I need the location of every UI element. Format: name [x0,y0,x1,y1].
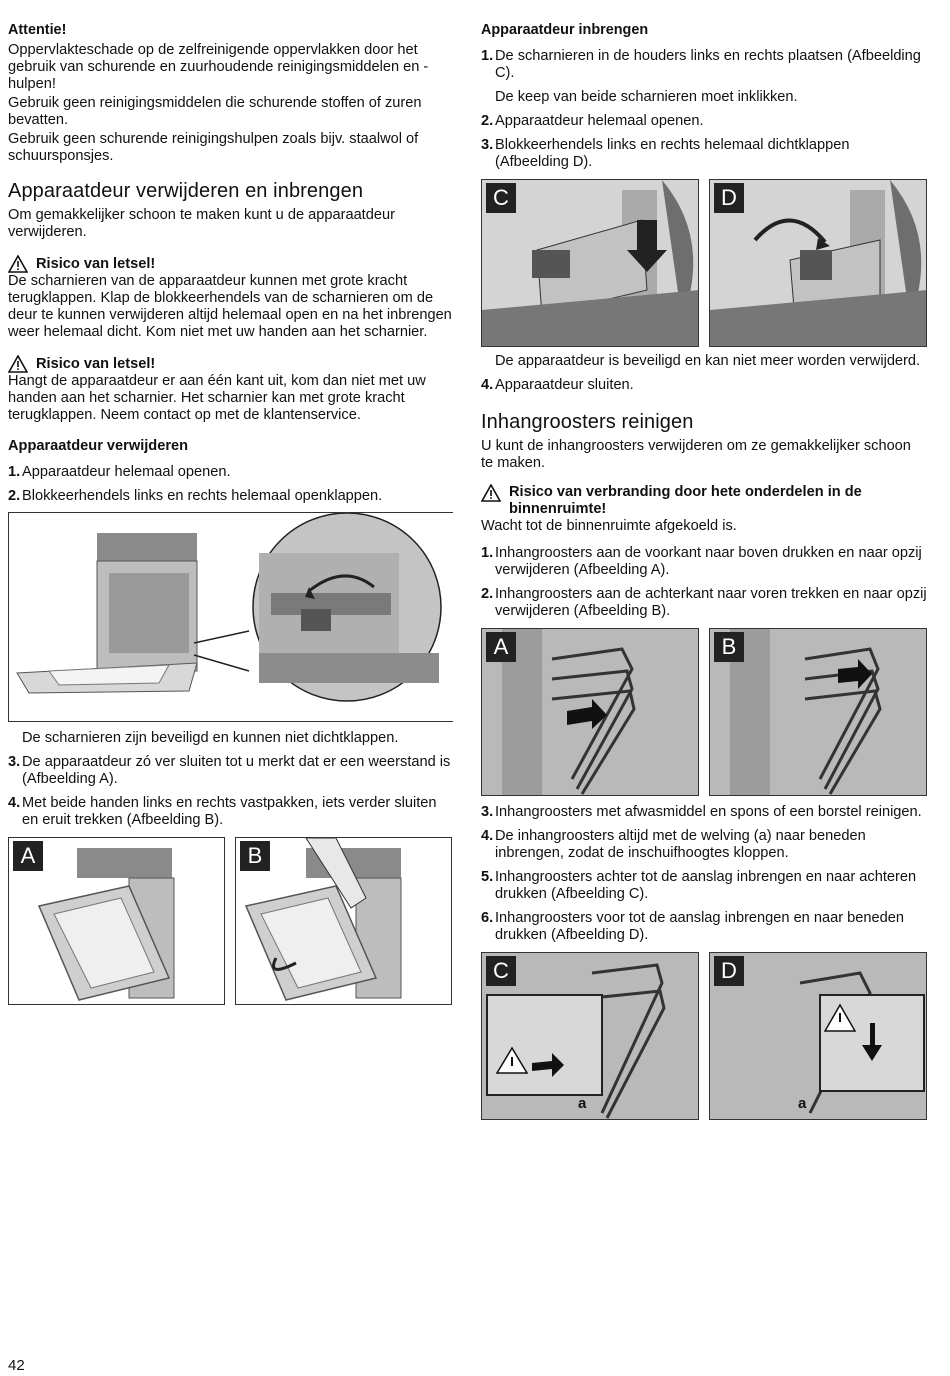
step-item: 3.Inhangroosters met afwasmiddel en spon… [481,804,922,820]
rack-steps-b: 3.Inhangroosters met afwasmiddel en spon… [481,804,927,944]
rack-remove-front-illustration [482,629,698,795]
door-figures-ab: A B [8,837,453,1005]
warning-injury-2: Risico van letsel! [8,355,453,373]
step-item: 6.Inhangroosters voor tot de aanslag inb… [481,910,904,943]
hinges-secured-note: De scharnieren zijn beveiligd en kunnen … [22,730,399,746]
step-item: 1.De scharnieren in de houders links en … [481,48,921,81]
insert-step-4: 4.Apparaatdeur sluiten. [481,377,927,394]
rack-figure-b-label: B [714,632,744,662]
insert-door-title: Apparaatdeur inbrengen [481,22,649,38]
right-column: Apparaatdeur inbrengen 1.De scharnieren … [481,22,927,1120]
warning-triangle-icon [8,355,28,373]
racks-intro: U kunt de inhangroosters verwijderen om … [481,438,911,471]
step-item: 1.Inhangroosters aan de voorkant naar bo… [481,545,922,578]
step-item: 2.Apparaatdeur helemaal openen. [481,113,704,129]
rack-figure-c-label: C [486,956,516,986]
attention-line-3: Gebruik geen schurende reinigingshulpen … [8,131,419,164]
rack-figure-a-label: A [486,632,516,662]
figure-a: A [8,837,225,1005]
curve-mark-a: a [578,1095,587,1112]
figure-b: B [235,837,452,1005]
warning-2-text: Hangt de apparaatdeur er aan één kant ui… [8,373,426,423]
remove-steps-b: 3.De apparaatdeur zó ver sluiten tot u m… [8,754,453,829]
door-intro: Om gemakkelijker schoon te maken kunt u … [8,207,395,240]
rack-insert-back-illustration [482,953,698,1119]
step-item: 1.Apparaatdeur helemaal openen. [8,464,231,480]
rack-figure-b: B [709,628,927,796]
hinge-insert-illustration [482,180,698,346]
rack-figures-cd: C a D a [481,952,927,1120]
rack-steps-a: 1.Inhangroosters aan de voorkant naar bo… [481,545,927,620]
oven-illustration [16,513,442,702]
burn-warning-title: Risico van verbranding door hete onderde… [509,484,862,517]
door-closing-illustration [37,848,175,1001]
figure-a-label: A [13,841,43,871]
notch-note: De keep van beide scharnieren moet inkli… [495,89,798,105]
step-item: 5.Inhangroosters achter tot de aanslag i… [481,869,917,902]
burn-warning-text: Wacht tot de binnenruimte afgekoeld is. [481,518,737,534]
rack-figure-d-label: D [714,956,744,986]
door-secured-note: De apparaatdeur is beveiligd en kan niet… [495,353,921,369]
section-title-door: Apparaatdeur verwijderen en inbrengen [8,180,364,202]
rack-insert-front-illustration [710,953,926,1119]
rack-figure-a: A [481,628,699,796]
step-item: 3.De apparaatdeur zó ver sluiten tot u m… [8,754,451,787]
insert-steps-1: 1.De scharnieren in de houders links en … [481,48,927,82]
attention-title: Attentie! [8,22,67,38]
step-item: 2.Blokkeerhendels links en rechts helema… [8,488,383,504]
step-item: 4.Met beide handen links en rechts vastp… [8,795,437,828]
figure-c-label: C [486,183,516,213]
door-removal-illustration [244,838,402,1001]
figure-d-label: D [714,183,744,213]
hinge-figures-cd: C D [481,179,927,347]
page-number: 42 [8,1357,25,1374]
remove-door-title: Apparaatdeur verwijderen [8,438,189,454]
warning-triangle-icon [8,255,28,273]
warning-1-text: De scharnieren van de apparaatdeur kunne… [8,273,452,340]
step-item: 4.De inhangroosters altijd met de welvin… [481,828,866,861]
attention-line-1: Oppervlakteschade op de zelfreinigende o… [8,42,429,92]
rack-remove-back-illustration [710,629,926,795]
left-column: Attentie! Oppervlakteschade op de zelfre… [8,22,453,1005]
warning-burn: Risico van verbranding door hete onderde… [481,484,927,518]
remove-steps-a: 1.Apparaatdeur helemaal openen. 2.Blokke… [8,464,453,505]
rack-figures-ab: A B [481,628,927,796]
step-item: 2.Inhangroosters aan de achterkant naar … [481,586,927,619]
warning-injury-1: Risico van letsel! [8,255,453,273]
insert-steps-2-3: 2.Apparaatdeur helemaal openen. 3.Blokke… [481,113,927,171]
attention-line-2: Gebruik geen reinigingsmiddelen die schu… [8,95,422,128]
figure-b-label: B [240,841,270,871]
figure-c: C [481,179,699,347]
oven-hinge-figure [8,512,453,722]
hinge-lock-illustration [710,180,926,346]
warning-2-title: Risico van letsel! [36,355,156,372]
step-item: 3.Blokkeerhendels links en rechts helema… [481,137,850,170]
step-item: 4.Apparaatdeur sluiten. [481,377,634,393]
warning-1-title: Risico van letsel! [36,255,156,272]
rack-figure-c: C a [481,952,699,1120]
warning-triangle-icon [481,484,501,502]
rack-figure-d: D a [709,952,927,1120]
curve-mark-a: a [798,1095,807,1112]
figure-d: D [709,179,927,347]
section-title-racks: Inhangroosters reinigen [481,411,694,433]
